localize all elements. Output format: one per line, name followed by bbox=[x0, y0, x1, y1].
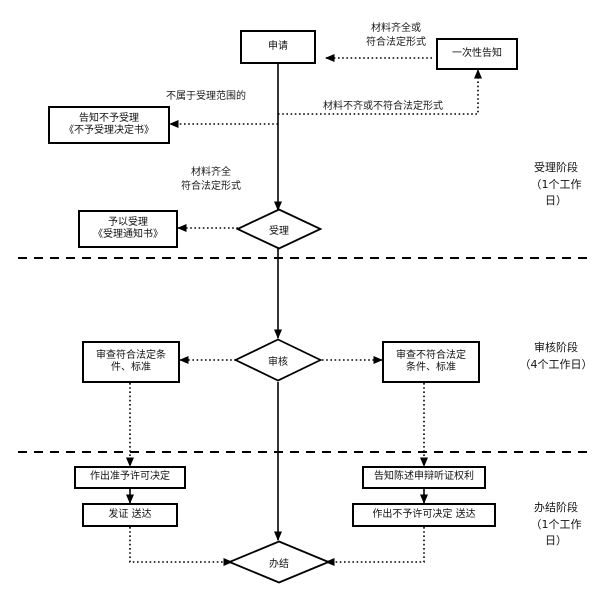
complete-diamond-shape bbox=[228, 540, 330, 584]
node-review-decision[interactable]: 审核 bbox=[234, 338, 322, 382]
node-one-time-notice-label: 一次性告知 bbox=[452, 47, 502, 59]
stage-label-complete: 办结阶段 （1个工作 日） bbox=[530, 501, 582, 547]
node-apply-label: 申请 bbox=[268, 40, 288, 52]
node-apply[interactable]: 申请 bbox=[240, 30, 316, 64]
edge-issue-to-complete bbox=[129, 527, 233, 567]
node-notify-rights[interactable]: 告知陈述申辩听证权利 bbox=[362, 466, 486, 489]
stage-label-review: 审核阶段 （4个工作日） bbox=[519, 341, 593, 371]
node-reject-acceptance-line1: 告知不予受理 bbox=[79, 112, 139, 124]
node-reject-acceptance[interactable]: 告知不予受理 《不予受理决定书》 bbox=[48, 106, 170, 144]
node-review-fail[interactable]: 审查不符合法定 条件、标准 bbox=[382, 341, 480, 383]
node-issue-deliver[interactable]: 发证 送达 bbox=[82, 503, 178, 527]
acceptance-diamond-shape bbox=[236, 208, 322, 250]
node-grant-acceptance[interactable]: 予以受理 《受理通知书》 bbox=[78, 210, 178, 248]
node-reject-acceptance-line2: 《不予受理决定书》 bbox=[64, 125, 154, 136]
node-one-time-notice[interactable]: 一次性告知 bbox=[436, 38, 518, 70]
node-acceptance-decision[interactable]: 受理 bbox=[236, 208, 322, 250]
node-review-pass-line1: 审查符合法定条 bbox=[96, 349, 166, 361]
node-issue-deliver-label: 发证 送达 bbox=[108, 508, 152, 520]
node-acceptance-decision-label: 受理 bbox=[269, 225, 289, 237]
label-materials-incomplete: 材料不齐或不符合法定形式 bbox=[323, 101, 443, 112]
node-grant-acceptance-line1: 予以受理 bbox=[108, 216, 148, 228]
stage-label-acceptance: 受理阶段 （1个工作 日） bbox=[530, 161, 582, 207]
node-review-fail-line1: 审查不符合法定 bbox=[396, 349, 466, 361]
edge-disapprove-to-complete bbox=[325, 527, 425, 567]
node-review-decision-label: 审核 bbox=[268, 356, 288, 368]
node-review-pass-line2: 件、标准 bbox=[111, 362, 151, 373]
node-complete-label: 办结 bbox=[269, 558, 289, 570]
label-materials-complete-legal: 材料齐全 符合法定形式 bbox=[181, 167, 241, 192]
node-disapprove-decision-label: 作出不予许可决定 送达 bbox=[372, 508, 476, 520]
review-diamond-shape bbox=[234, 338, 322, 382]
node-grant-acceptance-line2: 《受理通知书》 bbox=[93, 229, 163, 240]
label-not-in-scope: 不属于受理范围的 bbox=[166, 91, 246, 102]
node-disapprove-decision[interactable]: 作出不予许可决定 送达 bbox=[352, 503, 496, 527]
node-complete[interactable]: 办结 bbox=[228, 540, 330, 584]
node-notify-rights-label: 告知陈述申辩听证权利 bbox=[374, 471, 474, 483]
node-approve-decision[interactable]: 作出准予许可决定 bbox=[74, 466, 186, 489]
node-review-fail-line2: 条件、标准 bbox=[406, 362, 456, 373]
label-materials-complete-or-legal: 材料齐全或 符合法定形式 bbox=[366, 23, 426, 48]
node-approve-decision-label: 作出准予许可决定 bbox=[90, 471, 170, 483]
node-review-pass[interactable]: 审查符合法定条 件、标准 bbox=[82, 341, 180, 383]
